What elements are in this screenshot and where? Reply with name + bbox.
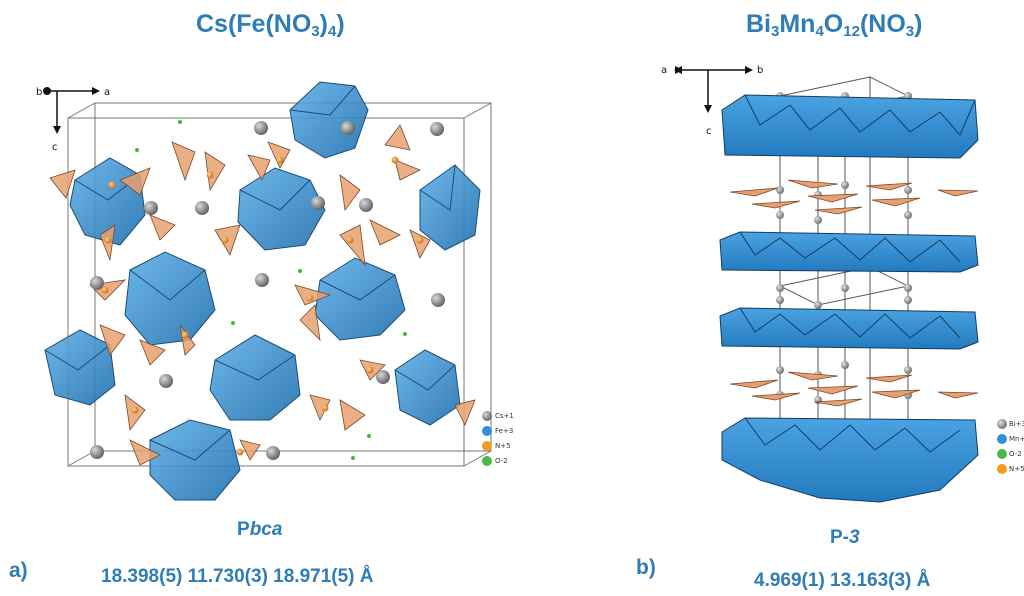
- legend-b-swatch: [997, 434, 1007, 444]
- formula-b-sub: 3: [905, 23, 915, 40]
- legend-b-label: Bi+3: [1009, 420, 1024, 428]
- panel-a-space-group: Pbca: [237, 519, 282, 541]
- legend-b-label: N+5: [1009, 465, 1024, 473]
- panel-b-space-group: P-3: [830, 527, 860, 549]
- legend-a-swatch: [482, 441, 492, 451]
- formula-a-sub: 3: [311, 23, 320, 40]
- formula-b-part: (NO: [859, 10, 906, 38]
- formula-a-part: Cs(Fe(NO: [196, 10, 312, 38]
- arrow-right-icon: [92, 87, 100, 95]
- n-o-atoms-a: [101, 120, 424, 460]
- space-group-a-italic: bca: [249, 519, 283, 540]
- panel-b-formula-title: Bi3Mn4O12(NO3): [746, 10, 922, 40]
- panel-a-tag: a): [9, 559, 28, 582]
- legend-a: Cs+1 Fe+3 N+5 O-2: [482, 411, 514, 466]
- legend-a-label: Fe+3: [495, 427, 513, 435]
- axis-indicator-a: b a c: [36, 87, 110, 153]
- formula-b-sub: 12: [843, 23, 860, 40]
- mn-layer: [719, 307, 979, 350]
- axis-label-c: c: [706, 126, 712, 137]
- legend-b: Bi+3 Mn+ O-2 N+5: [997, 419, 1024, 474]
- space-group-b-part: P-: [830, 527, 849, 548]
- legend-b-swatch: [997, 419, 1007, 429]
- legend-a-swatch: [482, 411, 492, 421]
- formula-b-part: ): [914, 10, 923, 38]
- formula-a-part: ): [319, 10, 328, 38]
- arrow-right-icon: [745, 66, 753, 74]
- panel-b-cell-params: 4.969(1) 13.163(3) Å: [754, 570, 931, 591]
- axis-indicator-b: a b c: [661, 65, 763, 137]
- formula-b-part: O: [823, 10, 844, 38]
- legend-a-label: O-2: [495, 457, 508, 465]
- mn-layer: [721, 94, 979, 159]
- arrow-left-icon: [674, 66, 682, 74]
- nitrate-triangles-b: [729, 179, 979, 407]
- legend-a-swatch: [482, 426, 492, 436]
- legend-a-label: Cs+1: [495, 412, 514, 420]
- axis-label-c: c: [52, 142, 58, 153]
- legend-b-swatch: [997, 464, 1007, 474]
- space-group-a-part: P: [237, 519, 250, 540]
- cs-atoms: [90, 121, 445, 460]
- mn-layer: [719, 231, 979, 273]
- axis-label-b: b: [36, 87, 42, 98]
- formula-a-part: ): [336, 10, 345, 38]
- legend-b-label: O-2: [1009, 450, 1022, 458]
- panel-a-cell-params: 18.398(5) 11.730(3) 18.971(5) Å: [101, 566, 374, 587]
- panel-b-tag: b): [636, 556, 656, 579]
- legend-a-swatch: [482, 456, 492, 466]
- axis-label-a: a: [104, 87, 110, 98]
- axis-label-b: b: [757, 65, 763, 76]
- fe-polyhedra: [44, 81, 481, 501]
- formula-b-part: Bi: [746, 10, 771, 38]
- space-group-b-italic: 3: [849, 527, 860, 548]
- mn-layer: [721, 417, 979, 503]
- axis-label-a: a: [661, 65, 667, 76]
- formula-b-sub: 3: [771, 23, 780, 40]
- legend-b-swatch: [997, 449, 1007, 459]
- legend-b-label: Mn+: [1009, 435, 1024, 443]
- arrow-down-icon: [704, 105, 712, 113]
- arrow-down-icon: [53, 126, 61, 134]
- formula-a-sub: 4: [327, 23, 337, 40]
- formula-b-part: Mn: [779, 10, 816, 38]
- legend-a-label: N+5: [495, 442, 511, 450]
- formula-b-sub: 4: [815, 23, 824, 40]
- panel-a-formula-title: Cs(Fe(NO3)4): [196, 10, 345, 40]
